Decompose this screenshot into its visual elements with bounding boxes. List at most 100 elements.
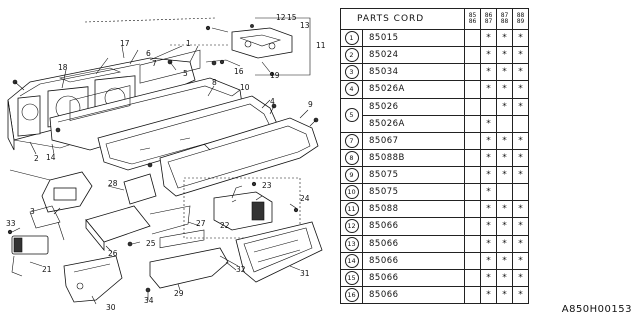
applicability-mark: * <box>496 165 514 185</box>
applicability-mark: * <box>480 183 498 202</box>
row-index-circle: 1 <box>344 31 359 46</box>
row-index-circle: 13 <box>344 236 359 251</box>
row-index-circle: 12 <box>344 219 359 234</box>
applicability-mark <box>464 268 482 287</box>
applicability-mark: * <box>496 285 514 305</box>
row-index: 12 <box>340 217 363 236</box>
applicability-mark: * <box>512 285 530 305</box>
applicability-mark: * <box>512 97 530 116</box>
applicability-mark: * <box>496 217 514 236</box>
part-code: 85075 <box>361 165 466 185</box>
applicability-mark <box>464 251 482 270</box>
applicability-mark <box>480 97 498 116</box>
bracket <box>123 173 157 205</box>
applicability-mark <box>464 114 482 133</box>
part-code: 85026 <box>361 97 466 116</box>
applicability-mark <box>512 183 530 202</box>
row-index-circle: 5 <box>344 108 359 123</box>
switch-assembly <box>149 229 239 289</box>
part-code: 85088 <box>361 200 466 219</box>
row-index-circle: 14 <box>344 253 359 268</box>
applicability-mark <box>464 200 482 219</box>
control-module <box>85 205 191 252</box>
applicability-mark: * <box>496 80 514 99</box>
row-index-circle: 4 <box>344 82 359 97</box>
applicability-mark: * <box>512 131 530 150</box>
callout-26: 26 <box>108 249 118 258</box>
applicability-mark: * <box>480 63 498 82</box>
row-index: 7 <box>340 131 363 150</box>
callout-12: 12 <box>276 13 286 22</box>
row-index: 3 <box>340 63 363 82</box>
diagram-code: A850H00153 <box>561 304 632 315</box>
exploded-parts-diagram: 1 2 3 4 5 6 7 8 9 10 11 12 13 14 15 16 1… <box>6 13 326 312</box>
callout-32: 32 <box>236 265 246 274</box>
part-code: 85026A <box>361 80 466 99</box>
part-code: 85015 <box>361 28 466 48</box>
callout-3: 3 <box>30 207 35 216</box>
applicability-mark: * <box>496 63 514 82</box>
callout-33: 33 <box>6 219 16 228</box>
applicability-mark <box>464 131 482 150</box>
callout-10: 10 <box>240 83 250 92</box>
applicability-mark: * <box>512 148 530 168</box>
applicability-mark: * <box>496 268 514 287</box>
applicability-mark: * <box>496 200 514 219</box>
callout-27: 27 <box>196 219 206 228</box>
callout-4: 4 <box>270 97 275 106</box>
part-code: 85066 <box>361 234 466 253</box>
applicability-mark: * <box>496 234 514 253</box>
applicability-mark: * <box>480 200 498 219</box>
callout-23: 23 <box>262 181 272 190</box>
callout-1: 1 <box>186 39 191 48</box>
row-index: 10 <box>340 183 363 202</box>
row-index-circle: 11 <box>344 202 359 217</box>
applicability-mark <box>464 80 482 99</box>
callout-16: 16 <box>234 67 244 76</box>
callout-7: 7 <box>152 59 157 68</box>
applicability-mark: * <box>480 131 498 150</box>
applicability-mark <box>464 148 482 168</box>
row-index: 4 <box>340 80 363 99</box>
part-code: 85034 <box>361 63 466 82</box>
applicability-mark <box>512 114 530 133</box>
callout-5: 5 <box>183 69 188 78</box>
applicability-mark: * <box>512 217 530 236</box>
applicability-mark: * <box>480 148 498 168</box>
applicability-mark: * <box>512 200 530 219</box>
row-index: 5 <box>340 97 363 133</box>
row-index-circle: 9 <box>344 168 359 183</box>
applicability-mark: * <box>480 234 498 253</box>
callout-29: 29 <box>174 289 184 298</box>
applicability-mark: * <box>480 268 498 287</box>
applicability-mark <box>464 183 482 202</box>
callout-6: 6 <box>146 49 151 58</box>
row-index-circle: 10 <box>344 185 359 200</box>
callout-14: 14 <box>46 153 56 162</box>
row-index: 9 <box>340 165 363 185</box>
applicability-mark: * <box>480 46 498 65</box>
callout-21: 21 <box>42 265 52 274</box>
callout-25: 25 <box>146 239 156 248</box>
applicability-mark <box>464 217 482 236</box>
part-code: 85067 <box>361 131 466 150</box>
row-index: 13 <box>340 234 363 253</box>
row-index-circle: 8 <box>344 150 359 165</box>
callout-15: 15 <box>287 13 297 22</box>
part-code: 85066 <box>361 285 466 305</box>
applicability-mark: * <box>512 234 530 253</box>
callout-34: 34 <box>144 296 154 305</box>
table-row: 85026A* <box>341 114 530 133</box>
applicability-mark: * <box>512 251 530 270</box>
callout-24: 24 <box>300 194 310 203</box>
row-index: 15 <box>340 268 363 287</box>
